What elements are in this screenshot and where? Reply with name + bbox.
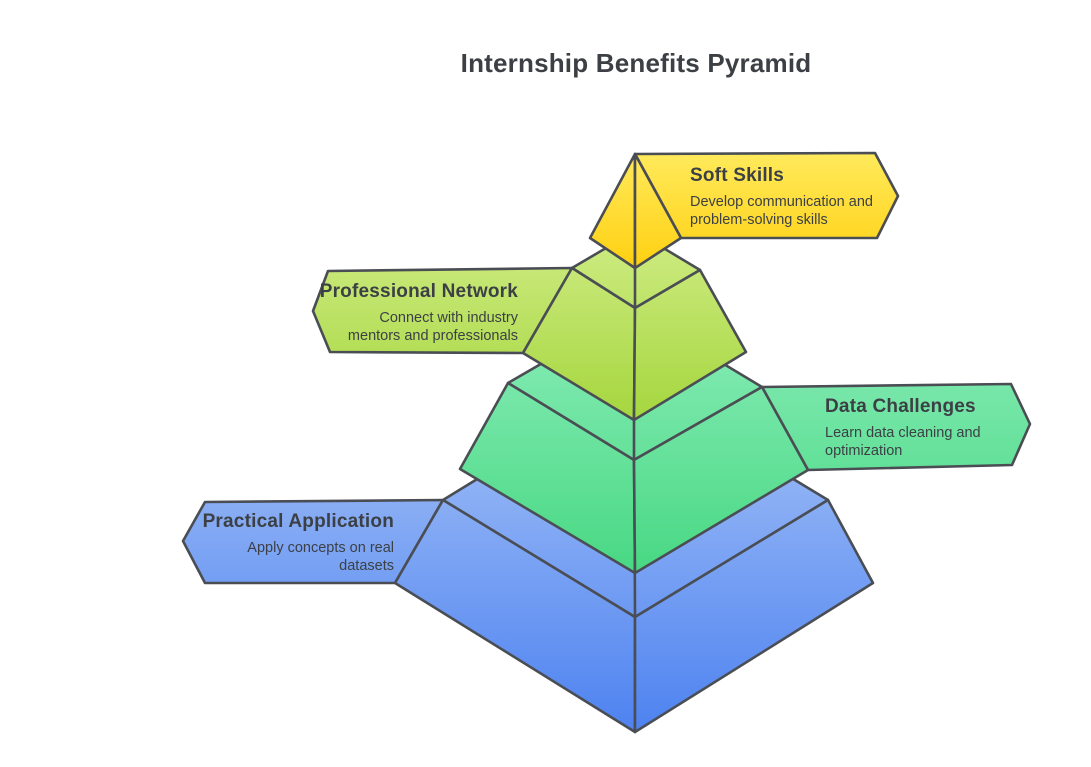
banner-label-professional-network: Professional Network Connect with indust… xyxy=(316,280,518,345)
banner-label-data-challenges: Data Challenges Learn data cleaning and … xyxy=(825,395,1025,460)
level-description-line: problem-solving skills xyxy=(690,211,828,228)
level-title: Professional Network xyxy=(319,281,518,302)
level-title: Practical Application xyxy=(202,511,394,532)
level-description-line: Connect with industry xyxy=(379,310,518,326)
level-title: Data Challenges xyxy=(825,396,976,417)
soft-skills-right-face xyxy=(633,152,683,270)
level-title: Soft Skills xyxy=(690,165,785,186)
level-description-line: Apply concepts on real xyxy=(247,540,394,556)
soft-skills-left-face xyxy=(588,152,637,270)
level-soft-skills-group xyxy=(588,151,900,270)
data-challenges-right-face xyxy=(632,385,810,575)
level-description-line: datasets xyxy=(339,557,394,574)
level-description-line: Learn data cleaning and xyxy=(825,425,981,441)
banner-label-soft-skills: Soft Skills Develop communication and pr… xyxy=(690,164,890,229)
banner-label-practical-application: Practical Application Apply concepts on … xyxy=(193,510,394,575)
level-description-line: Develop communication and xyxy=(690,194,873,210)
page-title: Internship Benefits Pyramid xyxy=(460,48,812,78)
level-description-line: mentors and professionals xyxy=(347,327,518,344)
practical-application-right-face xyxy=(633,498,875,734)
level-description-line: optimization xyxy=(825,442,903,459)
professional-network-right-face xyxy=(632,268,748,422)
